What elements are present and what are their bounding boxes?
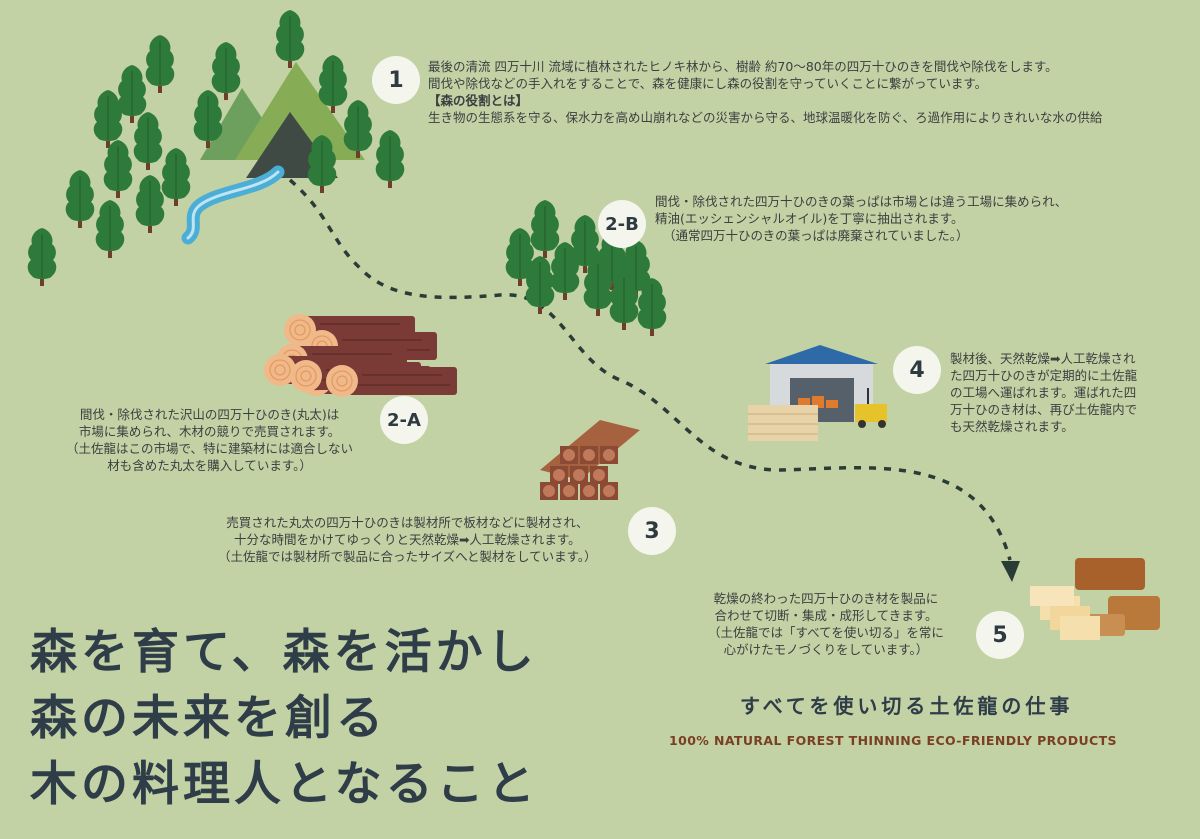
main-headline: 森を育て、森を活かし 森の未来を創る 木の料理人となること (30, 625, 539, 812)
step-badge-2b: 2-B (598, 200, 646, 248)
sub-tagline: 100% NATURAL FOREST THINNING ECO-FRIENDL… (669, 733, 1117, 748)
river-icon (181, 165, 285, 245)
step-2a-text: 間伐・除伐された沢山の四万十ひのき(丸太)は 市場に集められ、木材の競りで売買さ… (66, 407, 354, 473)
step-badge-2a: 2-A (380, 396, 428, 444)
log-pile-icon (263, 313, 458, 398)
warehouse-forklift-icon (748, 345, 887, 441)
step-1-text: 最後の清流 四万十川 流域に植林されたヒノキ林から、樹齢 約70〜80年の四万十… (428, 59, 1103, 125)
step-badge-4: 4 (893, 346, 941, 394)
step-4-text: 製材後、天然乾燥➡人工乾燥され た四万十ひのきが定期的に土佐龍 の工場へ運ばれま… (950, 351, 1138, 434)
step-badge-1: 1 (372, 56, 420, 104)
step-5-text: 乾燥の終わった四万十ひのき材を製品に 合わせて切断・集成・成形してきます。 （土… (708, 591, 944, 657)
step-badge-5: 5 (976, 611, 1024, 659)
step-3-text: 売買された丸太の四万十ひのきは製材所で板材などに製材され、 十分な時間をかけてゆ… (218, 515, 597, 564)
lumber-stack-icon (540, 420, 640, 500)
mountain-forest-icon (27, 9, 405, 287)
step-2b-text: 間伐・除伐された四万十ひのきの葉っぱは市場とは違う工場に集められ、 精油(エッシ… (655, 194, 1068, 243)
step-badge-3: 3 (628, 507, 676, 555)
wood-products-icon (1030, 558, 1160, 640)
tagline: すべてを使い切る土佐龍の仕事 (740, 694, 1074, 718)
